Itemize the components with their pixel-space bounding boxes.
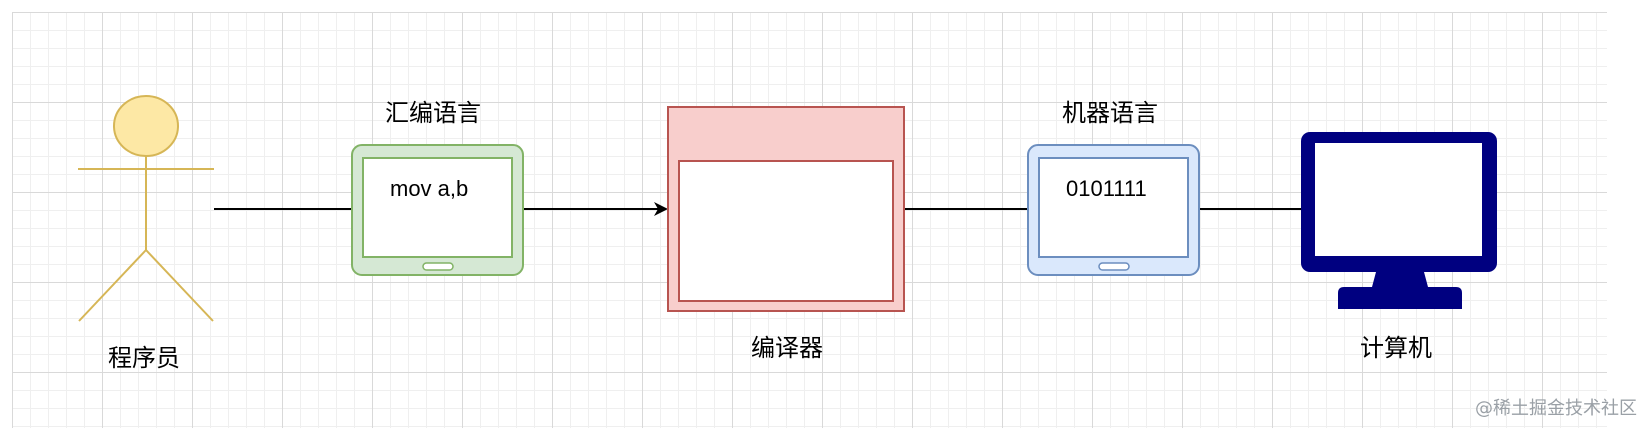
programmer-actor-icon[interactable] — [78, 95, 214, 322]
watermark-text: @稀土掘金技术社区 — [1475, 398, 1637, 419]
assembly-code-text: mov a,b — [390, 176, 469, 201]
machine-tablet-icon[interactable] — [1027, 144, 1200, 276]
compiler-window-icon[interactable] — [667, 106, 905, 312]
computer-label: 计算机 — [1360, 334, 1432, 362]
compiler-label: 编译器 — [751, 334, 823, 362]
assembly-language-title: 汇编语言 — [385, 99, 481, 127]
assembly-tablet-icon[interactable] — [351, 144, 524, 276]
machine-code-text: 0101111 — [1066, 176, 1147, 201]
machine-language-title: 机器语言 — [1062, 99, 1158, 127]
programmer-label: 程序员 — [108, 344, 180, 372]
computer-monitor-icon[interactable] — [1301, 132, 1497, 309]
